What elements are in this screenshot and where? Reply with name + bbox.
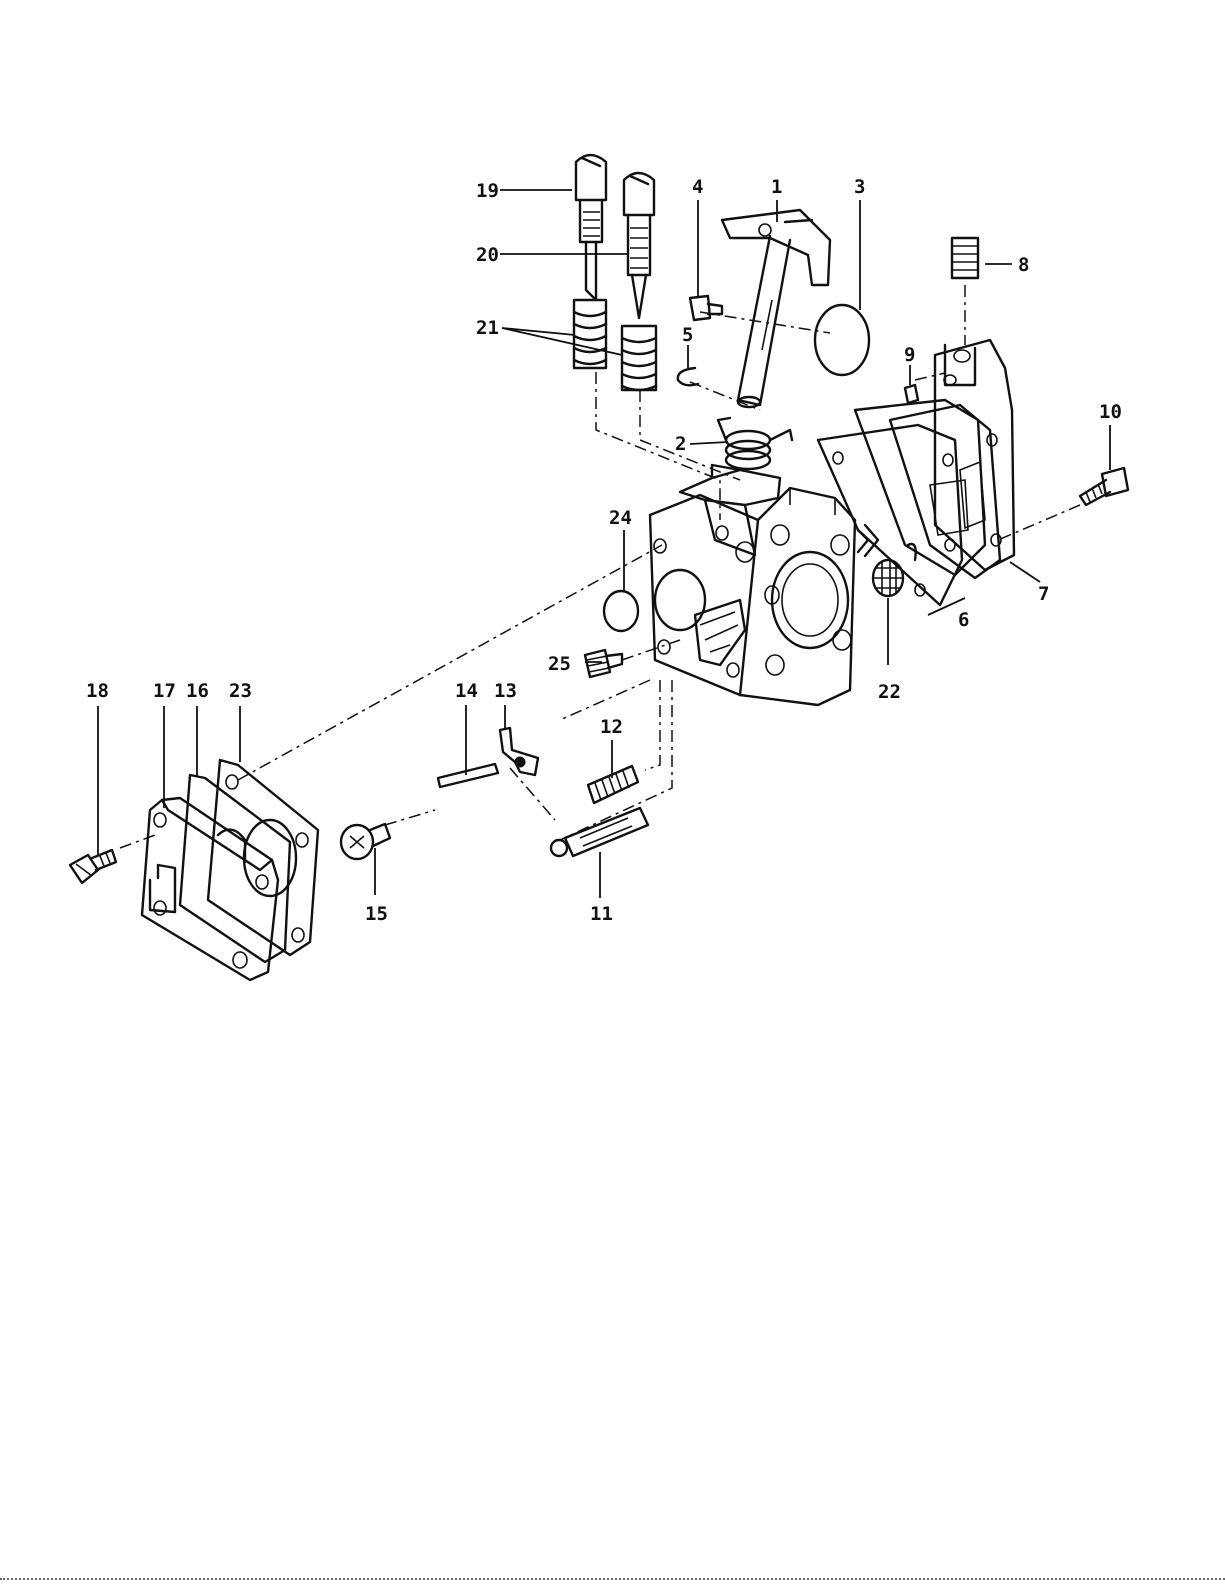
label-9: 9 xyxy=(904,344,915,366)
spring-21-right xyxy=(622,326,656,390)
label-11: 11 xyxy=(590,903,613,925)
label-2: 2 xyxy=(675,433,686,455)
label-1: 1 xyxy=(771,176,782,198)
label-19: 19 xyxy=(476,180,499,202)
throttle-disc-3 xyxy=(815,305,869,375)
spring-12 xyxy=(588,766,638,803)
label-20: 20 xyxy=(476,244,499,266)
label-5: 5 xyxy=(682,324,693,346)
label-16: 16 xyxy=(186,680,209,702)
welch-plug-24 xyxy=(604,591,638,631)
gasket-diaphragm-6 xyxy=(818,400,1000,605)
filter-screen-22 xyxy=(873,544,916,596)
jet-25 xyxy=(585,650,622,677)
cover-gasket-23 xyxy=(208,760,318,955)
label-4: 4 xyxy=(692,176,703,198)
inlet-needle-11 xyxy=(551,808,648,856)
label-24: 24 xyxy=(609,507,632,529)
set-screw-8 xyxy=(952,238,978,278)
pump-cover-7 xyxy=(935,340,1014,570)
label-3: 3 xyxy=(854,176,865,198)
label-22: 22 xyxy=(878,681,901,703)
label-21: 21 xyxy=(476,317,499,339)
label-12: 12 xyxy=(600,716,623,738)
screw-4 xyxy=(690,296,722,320)
label-8: 8 xyxy=(1018,254,1029,276)
leader-lines xyxy=(98,190,1110,898)
label-18: 18 xyxy=(86,680,109,702)
screw-15 xyxy=(341,824,390,859)
adjusting-needle-19 xyxy=(576,155,606,300)
torsion-spring-2 xyxy=(718,418,792,469)
label-13: 13 xyxy=(494,680,517,702)
part-labels: 19 20 21 4 1 3 8 5 9 10 2 24 7 6 25 22 1… xyxy=(86,176,1122,925)
label-15: 15 xyxy=(365,903,388,925)
plug-9 xyxy=(905,385,918,403)
label-10: 10 xyxy=(1099,401,1122,423)
page-bottom-border xyxy=(0,1578,1225,1580)
spring-21-left xyxy=(574,300,606,368)
label-7: 7 xyxy=(1038,583,1049,605)
inlet-lever-13 xyxy=(500,728,538,775)
throttle-shaft-1 xyxy=(722,210,830,407)
label-23: 23 xyxy=(229,680,252,702)
label-25: 25 xyxy=(548,653,571,675)
adjusting-needle-20 xyxy=(624,173,654,318)
label-6: 6 xyxy=(958,609,969,631)
bolt-10 xyxy=(1080,468,1128,505)
label-14: 14 xyxy=(455,680,478,702)
label-17: 17 xyxy=(153,680,176,702)
clip-5 xyxy=(678,368,698,385)
pin-14 xyxy=(438,764,498,787)
screw-18 xyxy=(70,850,116,883)
